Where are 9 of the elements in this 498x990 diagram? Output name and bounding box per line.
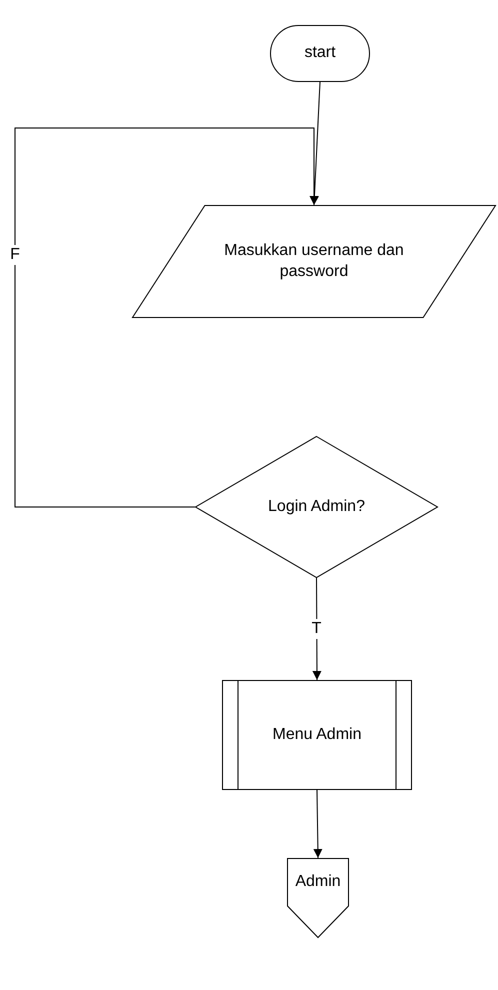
node-label: Login Admin? [268,496,365,517]
arrow [14,128,318,508]
node-label: Admin [295,872,341,892]
edge-label: T [310,619,324,639]
edge-label: F [8,245,22,265]
node-label: Masukkan username dan password [223,240,405,282]
node-label: start [304,43,336,64]
arrow [313,790,322,858]
node-label: Menu Admin [272,724,362,745]
